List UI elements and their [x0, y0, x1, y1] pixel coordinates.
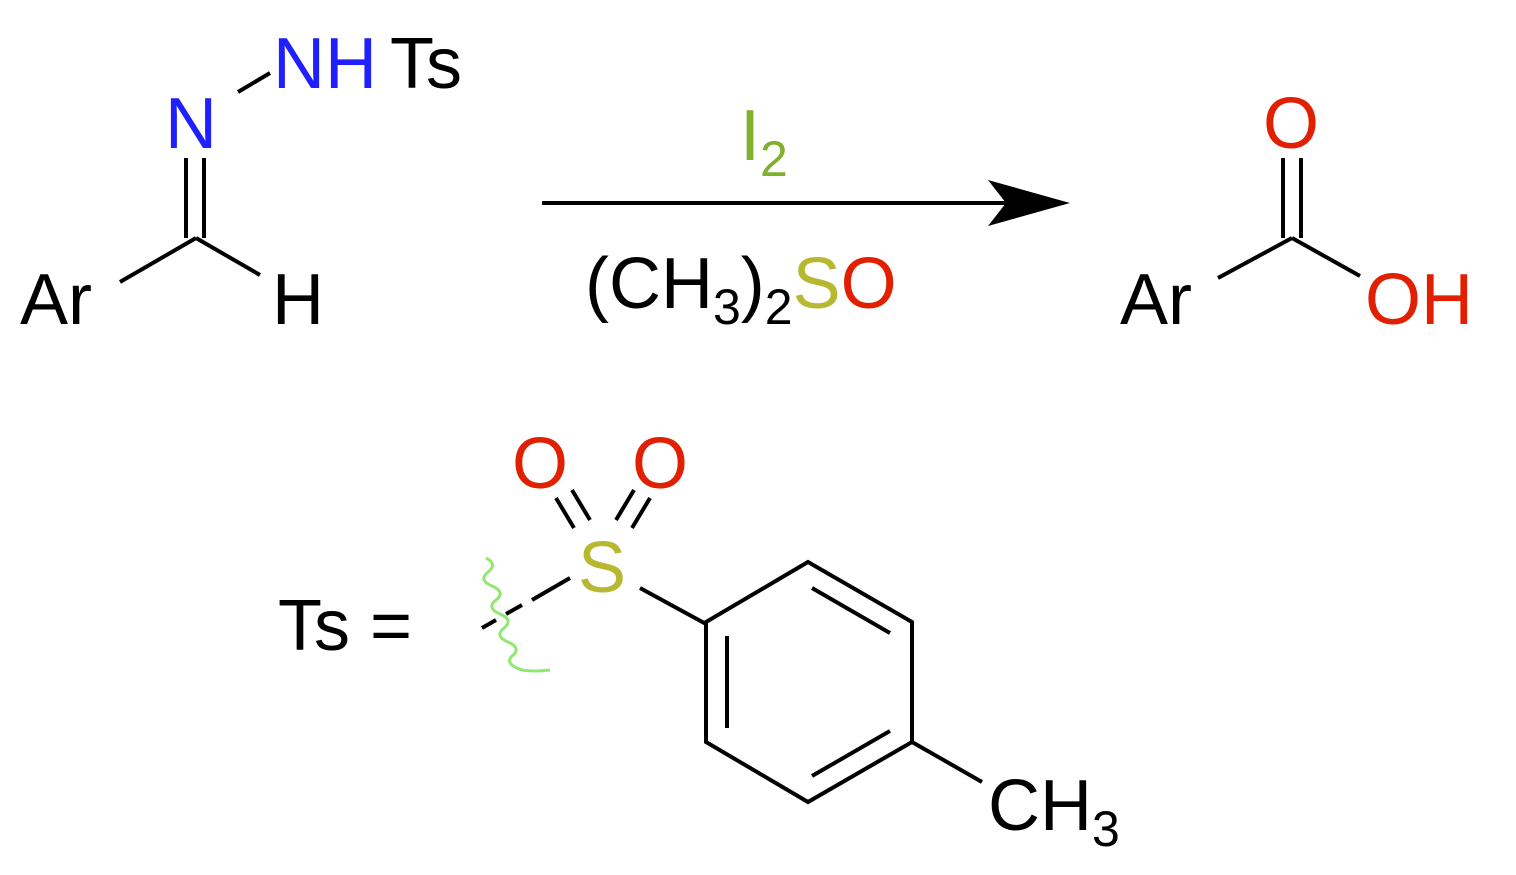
ring-inner-bond-3 — [811, 729, 891, 778]
reactant-n-label: N — [165, 84, 217, 164]
reactant-structure: NH Ts N Ar H — [20, 24, 462, 340]
sulfonyl-o-right: O — [632, 424, 688, 504]
reactant-h-label: H — [272, 260, 324, 340]
s-o-left-bond-1 — [554, 496, 576, 530]
s-o-right-bond-1 — [614, 488, 636, 522]
s-ring-bond — [639, 586, 707, 626]
benzene-ring — [704, 559, 914, 805]
arrow-head — [988, 180, 1070, 226]
attachment-dash-2 — [505, 603, 523, 616]
ts-equals-label: Ts = — [278, 586, 412, 666]
product-structure: O Ar OH — [1120, 84, 1473, 340]
sulfonyl-s: S — [578, 528, 626, 608]
ar-c-bond — [118, 236, 198, 284]
product-oh-label: OH — [1365, 260, 1473, 340]
s-o-right-bond-2 — [630, 496, 652, 530]
reaction-arrow — [542, 180, 1070, 226]
c-oh-bond — [1291, 236, 1361, 278]
solvent-dmso: (CH3)2SO — [585, 244, 897, 335]
ring-inner-bond-1 — [811, 586, 891, 635]
wavy-attachment-icon — [482, 556, 551, 673]
product-ar-label: Ar — [1120, 260, 1192, 340]
sulfonyl-o-left: O — [512, 424, 568, 504]
product-o-label: O — [1263, 84, 1319, 164]
s-o-left-bond-2 — [570, 488, 592, 522]
reactant-ar-label: Ar — [20, 260, 92, 340]
ar-c-bond-product — [1217, 236, 1293, 280]
reactant-ts-label: Ts — [390, 24, 462, 104]
tosyl-definition: Ts = O O S CH3 — [278, 424, 1120, 857]
ring-methyl-bond — [911, 740, 983, 784]
c-h-bond — [194, 236, 262, 277]
reagent-iodine: I2 — [740, 96, 788, 187]
attachment-s-bond — [530, 576, 572, 602]
reactant-nh-label: NH — [273, 24, 377, 104]
methyl-label: CH3 — [988, 766, 1120, 857]
n-nh-bond — [236, 71, 272, 94]
attachment-dash-1 — [481, 618, 497, 630]
